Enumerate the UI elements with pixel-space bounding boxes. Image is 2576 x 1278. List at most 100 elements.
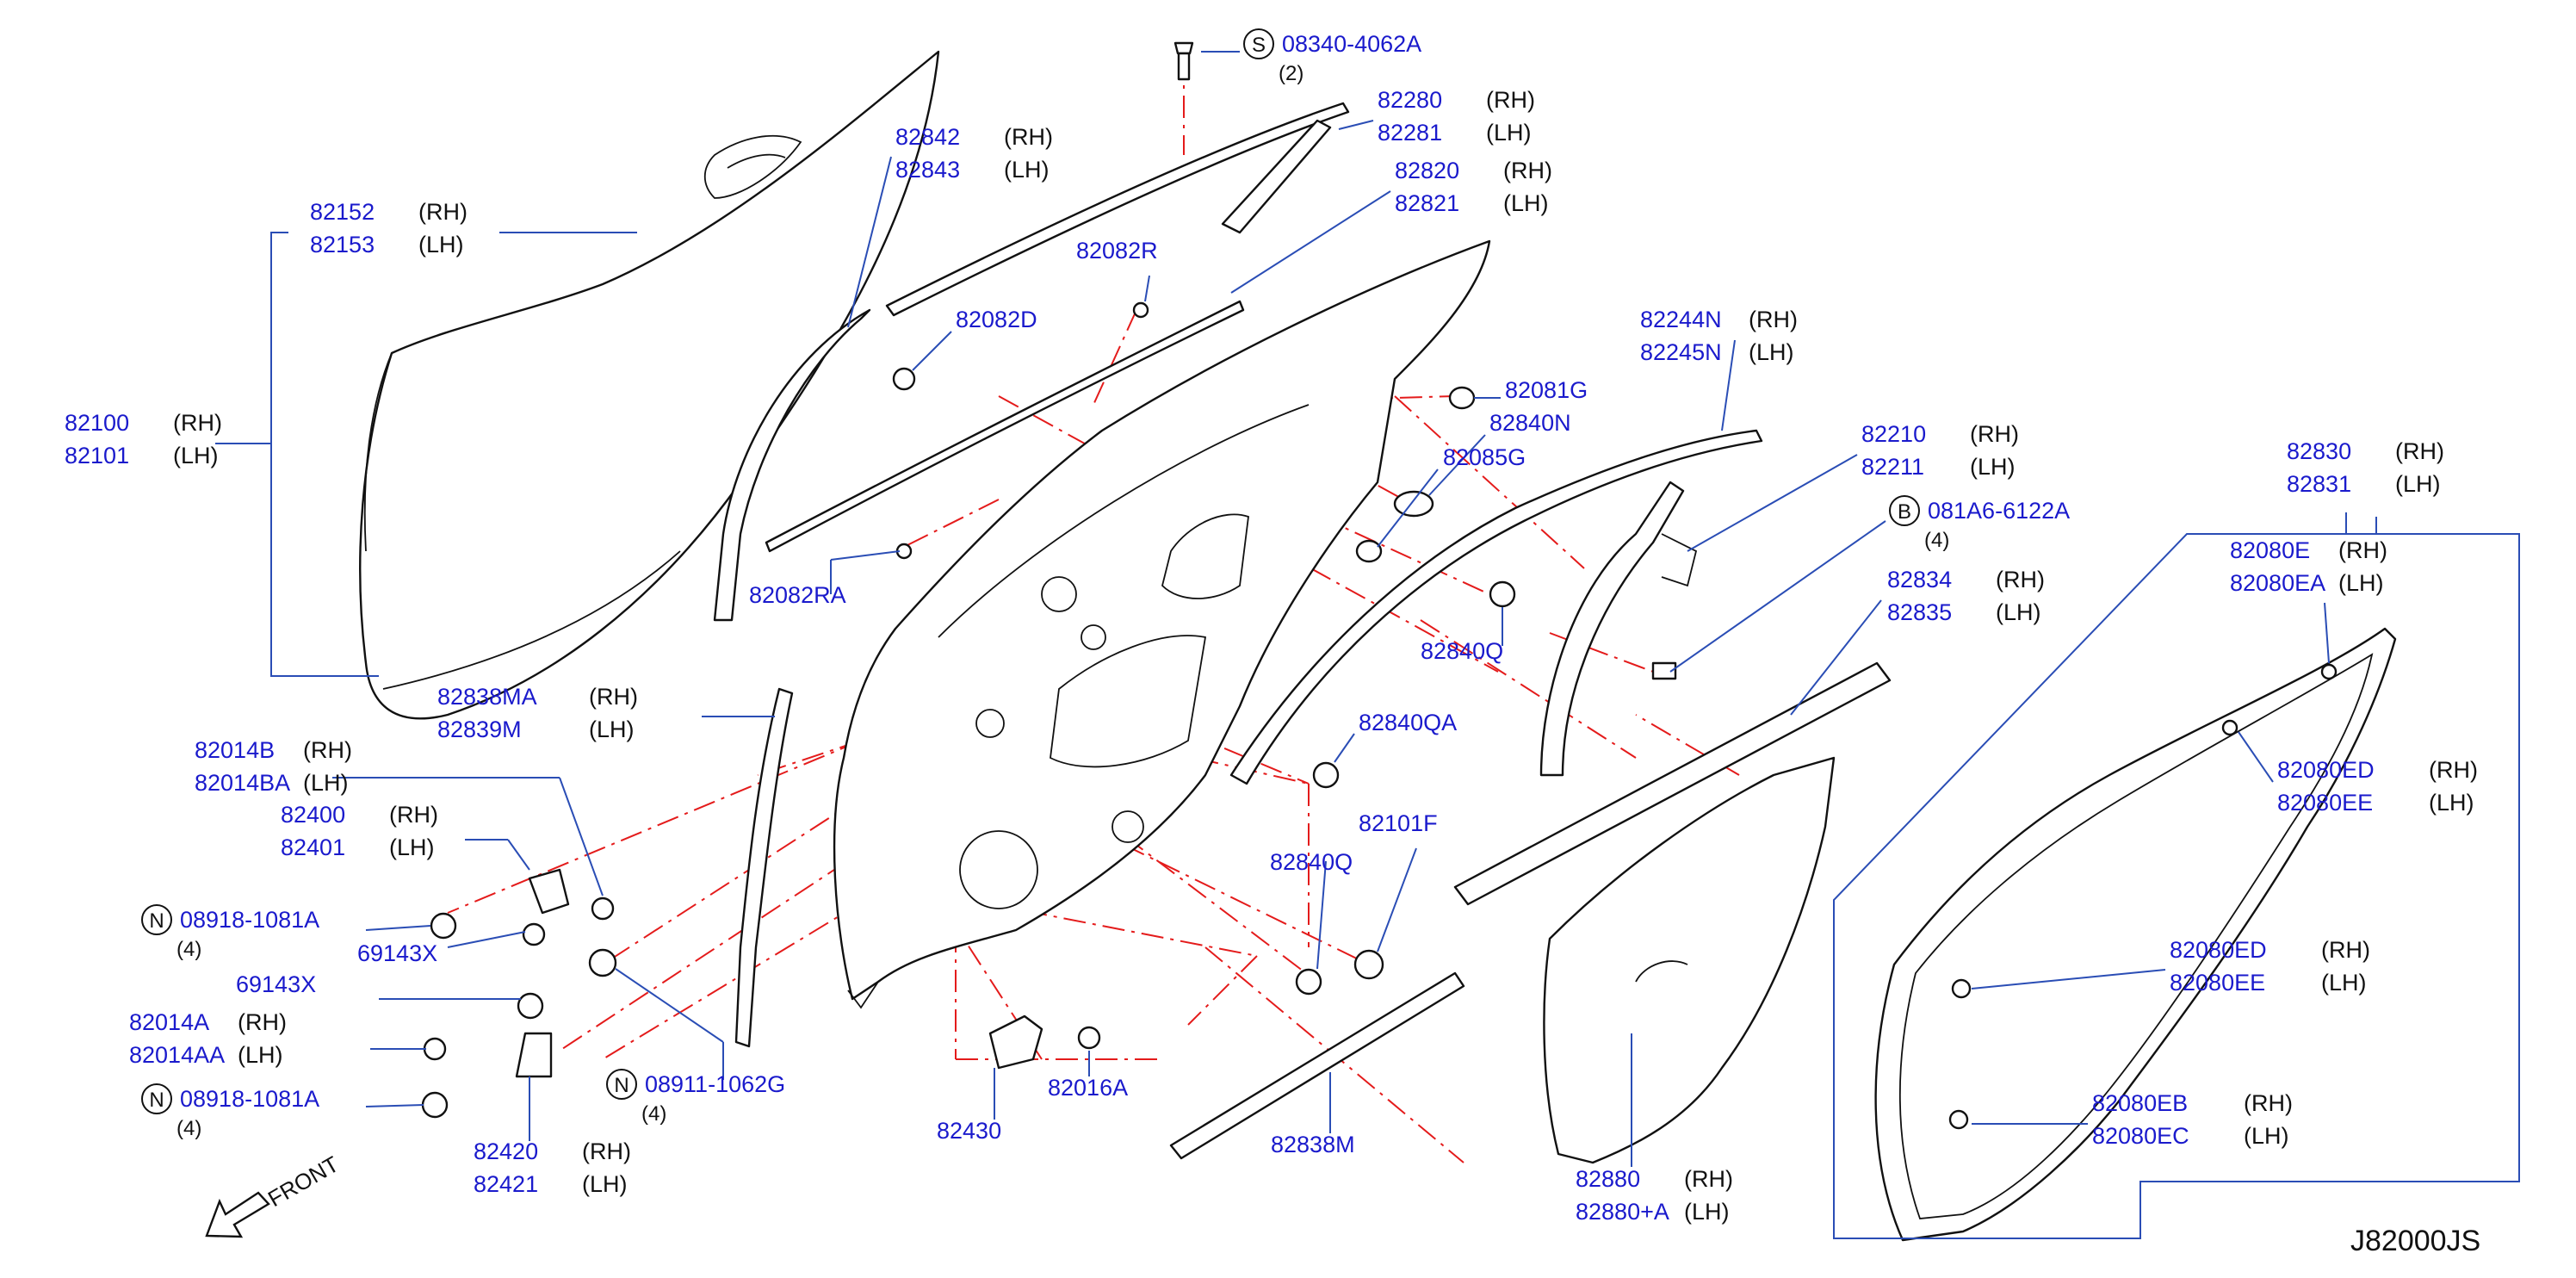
part-number: 82400 xyxy=(281,802,345,828)
side-lh: (LH) xyxy=(2244,1123,2289,1149)
part-number-alt: 82821 xyxy=(1395,190,1459,216)
callout-c18: 82834(RH)82835(LH) xyxy=(1887,567,2045,625)
rear-sash xyxy=(1229,429,1763,785)
glass-run-channel xyxy=(1539,481,1698,777)
part-number: 82830 xyxy=(2287,438,2351,464)
inner-weatherstrip xyxy=(1453,661,1892,906)
side-lh: (LH) xyxy=(389,834,435,860)
part-number: 82430 xyxy=(937,1118,1001,1144)
side-rh: (RH) xyxy=(2429,757,2478,783)
part-number-alt: 82421 xyxy=(474,1171,538,1197)
part-number-alt: 82080EE xyxy=(2277,790,2373,816)
callout-c20: 82838MA(RH)82839M(LH) xyxy=(437,684,638,742)
callout-c23: 82080ED(RH)82080EE(LH) xyxy=(2277,757,2478,816)
part-number: 82016A xyxy=(1048,1075,1128,1101)
callout-c35: 82080EB(RH)82080EC(LH) xyxy=(2092,1090,2293,1149)
part-number: 82840Q xyxy=(1270,849,1353,875)
side-rh: (RH) xyxy=(2321,937,2370,963)
quantity: (4) xyxy=(176,1117,201,1140)
side-lh: (LH) xyxy=(589,717,635,742)
part-number: 08340-4062A xyxy=(1282,31,1421,57)
part-number: 82840QA xyxy=(1359,710,1457,735)
callout-c29: 82080ED(RH)82080EE(LH) xyxy=(2170,937,2370,996)
front-label: FRONT xyxy=(263,1151,344,1212)
part-number-alt: 82835 xyxy=(1887,599,1952,625)
door-inner-frame xyxy=(833,239,1491,1009)
side-lh: (LH) xyxy=(2321,970,2367,996)
badge-circle-icon xyxy=(141,1083,172,1114)
side-lh: (LH) xyxy=(303,770,349,796)
part-number: 82014A xyxy=(129,1009,209,1035)
callout-c10: 82100 (RH) 82101 (LH) xyxy=(65,410,222,468)
front-sash xyxy=(713,308,871,622)
part-number-alt: 82014AA xyxy=(129,1042,225,1068)
quantity: (4) xyxy=(176,938,201,961)
callout-c4: 82820(RH)82821(LH) xyxy=(1395,158,1552,216)
callout-c24: 82400(RH)82401(LH) xyxy=(281,802,438,860)
part-number: 82100 xyxy=(65,410,129,436)
callout-c3: 82842(RH)82843(LH) xyxy=(895,124,1053,183)
callout-c26: 82840Q xyxy=(1270,849,1353,875)
callout-c39: 82880(RH)82880+A(LH) xyxy=(1576,1166,1733,1225)
side-rh: (RH) xyxy=(1996,567,2045,592)
callout-c36: 82430 xyxy=(937,1118,1001,1144)
quantity: (4) xyxy=(641,1102,666,1126)
side-rh: (RH) xyxy=(173,410,222,436)
callout-c30: 69143X xyxy=(236,971,316,997)
part-number-alt: 82101 xyxy=(65,443,129,468)
part-number: 82085G xyxy=(1443,444,1526,470)
part-number-alt: 82014BA xyxy=(195,770,290,796)
badge-circle-icon xyxy=(141,904,172,935)
side-rh: (RH) xyxy=(1970,421,2019,447)
badge-circle-icon xyxy=(1889,495,1920,526)
callout-c13: 82085G xyxy=(1443,444,1526,470)
part-number: 08918-1081A xyxy=(180,1086,319,1112)
side-lh: (LH) xyxy=(1749,339,1794,365)
part-number: 82101F xyxy=(1359,810,1438,836)
callout-c2: 82280(RH)82281(LH) xyxy=(1378,87,1535,146)
side-lh: (LH) xyxy=(2338,570,2384,596)
leader-lines xyxy=(215,51,2520,1239)
side-rh: (RH) xyxy=(1004,124,1053,150)
badge-letter: B xyxy=(1898,500,1911,524)
part-number: 82420 xyxy=(474,1138,538,1164)
side-rh: (RH) xyxy=(2244,1090,2293,1116)
part-number: 69143X xyxy=(236,971,316,997)
side-lh: (LH) xyxy=(173,443,219,468)
badge-circle-icon xyxy=(606,1069,637,1100)
badge-circle-icon xyxy=(1243,28,1274,59)
part-number: 82080E xyxy=(2230,537,2310,563)
part-number: 82080ED xyxy=(2170,937,2267,963)
part-number-alt: 82153 xyxy=(310,232,375,257)
part-number-alt: 82211 xyxy=(1861,454,1924,480)
side-rh: (RH) xyxy=(389,802,438,828)
diagram-code: J82000JS xyxy=(2350,1225,2480,1257)
side-rh: (RH) xyxy=(582,1138,631,1164)
side-lh: (LH) xyxy=(582,1171,628,1197)
badge-letter: S xyxy=(1252,34,1266,57)
outer-weatherstrip xyxy=(765,300,1245,553)
front-arrow-icon xyxy=(205,1191,270,1238)
part-number: 08918-1081A xyxy=(180,907,319,933)
badge-letter: N xyxy=(614,1074,629,1097)
part-number: 081A6-6122A xyxy=(1928,498,2070,524)
hinge-side-strip xyxy=(734,687,794,1048)
side-rh: (RH) xyxy=(2338,537,2387,563)
callout-c14: 82830(RH)82831(LH) xyxy=(2287,438,2444,497)
callout-c17: 82082RA xyxy=(749,582,846,608)
callout-c16: 82080E(RH)82080EA(LH) xyxy=(2230,537,2387,596)
side-rh: (RH) xyxy=(1503,158,1552,183)
part-number: 82082RA xyxy=(749,582,846,608)
part-number-alt: 82843 xyxy=(895,157,960,183)
side-lh: (LH) xyxy=(1996,599,2041,625)
part-number: 82842 xyxy=(895,124,960,150)
side-rh: (RH) xyxy=(303,737,352,763)
side-lh: (LH) xyxy=(238,1042,283,1068)
part-number: 82820 xyxy=(1395,158,1459,183)
